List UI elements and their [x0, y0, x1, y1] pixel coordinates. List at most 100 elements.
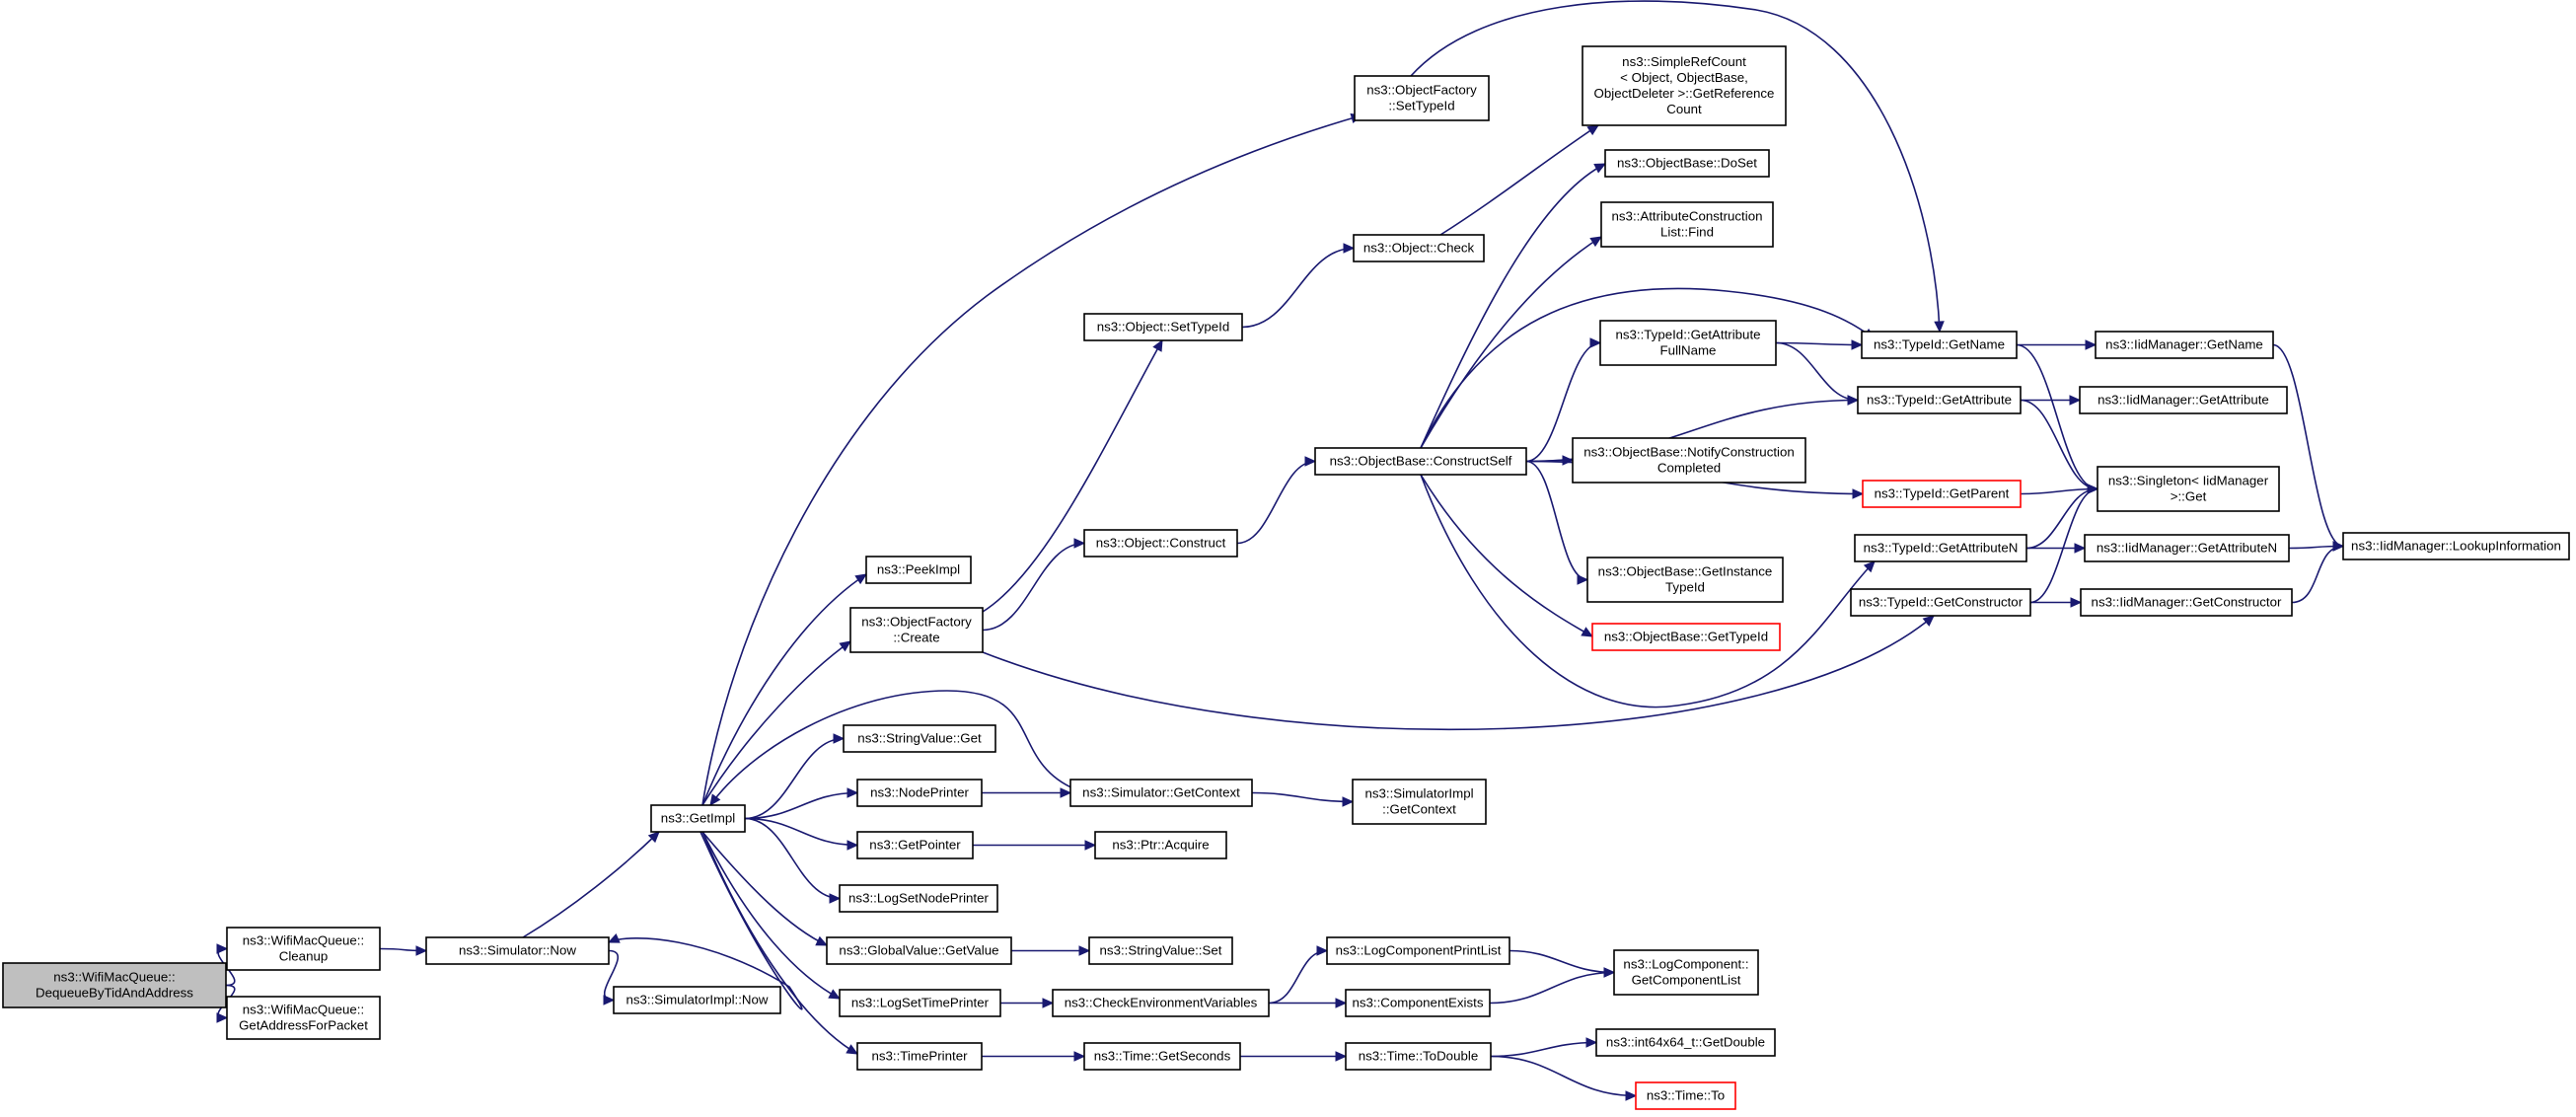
node-obgettypeid[interactable]: ns3::ObjectBase::GetTypeId: [1591, 623, 1781, 651]
node-checkenv[interactable]: ns3::CheckEnvironmentVariables: [1052, 989, 1270, 1017]
arrowhead-simgetcontext-to-simimplgetcontext: [1342, 796, 1355, 807]
node-objconstruct[interactable]: ns3::Object::Construct: [1083, 529, 1238, 558]
node-iidlookup[interactable]: ns3::IidManager::LookupInformation: [2342, 532, 2570, 560]
node-logsetnp[interactable]: ns3::LogSetNodePrinter: [839, 884, 998, 913]
node-label: ns3::ObjectBase::ConstructSelf: [1330, 454, 1512, 469]
node-box: [856, 779, 983, 807]
node-objcheck[interactable]: ns3::Object::Check: [1353, 234, 1485, 262]
node-label: Completed: [1657, 461, 1721, 476]
node-label: ns3::SimpleRefCount: [1622, 54, 1746, 69]
node-box: [650, 804, 746, 833]
node-label: ns3::WifiMacQueue::: [243, 933, 364, 948]
node-tidgetattrn[interactable]: ns3::TypeId::GetAttributeN: [1854, 534, 2027, 562]
node-tidgetparent[interactable]: ns3::TypeId::GetParent: [1862, 480, 2022, 508]
node-int64getdouble[interactable]: ns3::int64x64_t::GetDouble: [1595, 1028, 1776, 1057]
node-label: ns3::Time::ToDouble: [1359, 1049, 1478, 1064]
node-ofsettypeid[interactable]: ns3::ObjectFactory::SetTypeId: [1354, 75, 1490, 121]
edge-getimpl-to-gvgetvalue: [701, 831, 828, 946]
node-cleanup[interactable]: ns3::WifiMacQueue::Cleanup: [226, 927, 381, 971]
node-iidgetattr[interactable]: ns3::IidManager::GetAttribute: [2079, 386, 2288, 414]
arrowhead-timetodouble-to-int64getdouble: [1585, 1037, 1598, 1048]
node-label: GetComponentList: [1632, 973, 1741, 988]
node-tidgetname[interactable]: ns3::TypeId::GetName: [1861, 331, 2018, 359]
node-iidgetattrn[interactable]: ns3::IidManager::GetAttributeN: [2084, 534, 2290, 562]
node-iidgetname[interactable]: ns3::IidManager::GetName: [2095, 331, 2274, 359]
node-lcgetlist[interactable]: ns3::LogComponent::GetComponentList: [1613, 949, 1759, 996]
arrowhead-obconstructself-to-obgettypeid: [1581, 627, 1594, 637]
edge-obconstructself-to-aclfind: [1420, 236, 1602, 449]
arrowhead-tidgetctor-to-singletonget: [2087, 484, 2099, 494]
arrowhead-getimpl-to-peekimpl: [854, 573, 868, 585]
node-getpointer[interactable]: ns3::GetPointer: [856, 831, 974, 859]
node-timeprinter[interactable]: ns3::TimePrinter: [856, 1042, 983, 1071]
node-objsettypeid[interactable]: ns3::Object::SetTypeId: [1083, 313, 1243, 341]
node-simgetcontext[interactable]: ns3::Simulator::GetContext: [1069, 779, 1253, 807]
node-nodeprinter[interactable]: ns3::NodePrinter: [856, 779, 983, 807]
node-timeto[interactable]: ns3::Time::To: [1635, 1081, 1736, 1110]
node-label: ns3::ObjectBase::NotifyConstruction: [1583, 445, 1795, 460]
node-timetodouble[interactable]: ns3::Time::ToDouble: [1345, 1042, 1492, 1071]
node-obnotify[interactable]: ns3::ObjectBase::NotifyConstructionCompl…: [1572, 437, 1806, 484]
node-box: [1069, 779, 1253, 807]
node-label: ns3::SimulatorImpl: [1364, 786, 1473, 801]
node-getimpl[interactable]: ns3::GetImpl: [650, 804, 746, 833]
node-compexists[interactable]: ns3::ComponentExists: [1345, 989, 1491, 1017]
node-box: [226, 996, 381, 1040]
node-ptracquire[interactable]: ns3::Ptr::Acquire: [1094, 831, 1227, 859]
node-label: ns3::GetPointer: [869, 838, 961, 853]
node-label: ns3::IidManager::GetName: [2105, 337, 2263, 352]
arrowhead-objconstruct-to-obconstructself: [1304, 456, 1317, 467]
arrowhead-checkenv-to-compexists: [1335, 998, 1348, 1008]
edge-checkenv-to-logcpl: [1268, 949, 1328, 1005]
node-svset[interactable]: ns3::StringValue::Set: [1088, 936, 1233, 965]
node-singletonget[interactable]: ns3::Singleton< IidManager>::Get: [2097, 466, 2280, 512]
node-box: [826, 936, 1012, 965]
edge-getimpl-to-getpointer: [744, 817, 858, 847]
arrowhead-logsettp-to-checkenv: [1042, 998, 1055, 1008]
node-label: ::GetContext: [1382, 802, 1456, 817]
edge-ofcreate-to-tidgetctor: [982, 615, 1935, 731]
node-box: [2079, 386, 2288, 414]
node-obconstructself[interactable]: ns3::ObjectBase::ConstructSelf: [1314, 447, 1527, 476]
node-root[interactable]: ns3::WifiMacQueue::DequeueByTidAndAddres…: [2, 962, 227, 1008]
arrowhead-getimpl-to-ofcreate: [839, 640, 851, 652]
arrowhead-getimpl-to-timeprinter: [846, 1044, 859, 1055]
node-label: ns3::PeekImpl: [877, 562, 960, 577]
arrowhead-getimpl-to-logsetnp: [829, 893, 842, 904]
node-label: ns3::TypeId::GetAttribute: [1867, 393, 2012, 408]
node-logcpl[interactable]: ns3::LogComponentPrintList: [1326, 936, 1510, 965]
node-simimplgetcontext[interactable]: ns3::SimulatorImpl::GetContext: [1352, 779, 1487, 825]
node-simnow[interactable]: ns3::Simulator::Now: [425, 936, 610, 965]
node-obdoset[interactable]: ns3::ObjectBase::DoSet: [1604, 149, 1770, 178]
node-iidgetctor[interactable]: ns3::IidManager::GetConstructor: [2080, 588, 2293, 617]
node-label: ns3::TypeId::GetParent: [1875, 486, 2010, 501]
node-label: ns3::int64x64_t::GetDouble: [1606, 1035, 1765, 1050]
node-box: [1353, 234, 1485, 262]
node-box: [1861, 331, 2018, 359]
node-label: ns3::IidManager::GetConstructor: [2092, 595, 2282, 610]
node-label: ns3::TypeId::GetName: [1874, 337, 2005, 352]
node-tidgetattr[interactable]: ns3::TypeId::GetAttribute: [1857, 386, 2022, 414]
node-simimplnow[interactable]: ns3::SimulatorImpl::Now: [613, 986, 781, 1014]
node-label: ::Create: [893, 631, 939, 645]
node-svget[interactable]: ns3::StringValue::Get: [843, 724, 996, 753]
node-ofcreate[interactable]: ns3::ObjectFactory::Create: [849, 607, 984, 653]
node-gvgetvalue[interactable]: ns3::GlobalValue::GetValue: [826, 936, 1012, 965]
node-label: ns3::NodePrinter: [870, 785, 969, 800]
node-timegetsec[interactable]: ns3::Time::GetSeconds: [1083, 1042, 1241, 1071]
node-box: [1850, 588, 2031, 617]
arrowhead-getimpl-to-simnow: [607, 932, 621, 943]
node-label: ns3::TypeId::GetConstructor: [1859, 595, 2024, 610]
node-simplerefcount[interactable]: ns3::SimpleRefCount< Object, ObjectBase,…: [1582, 45, 1787, 126]
arrowhead-objsettypeid-to-objcheck: [1343, 243, 1356, 254]
node-peekimpl[interactable]: ns3::PeekImpl: [865, 556, 972, 584]
node-logsettp[interactable]: ns3::LogSetTimePrinter: [839, 989, 1001, 1017]
node-getaddr[interactable]: ns3::WifiMacQueue::GetAddressForPacket: [226, 996, 381, 1040]
node-tidgetctor[interactable]: ns3::TypeId::GetConstructor: [1850, 588, 2031, 617]
arrowhead-ofcreate-to-tidgetctor: [1922, 615, 1935, 627]
node-box: [856, 1042, 983, 1071]
